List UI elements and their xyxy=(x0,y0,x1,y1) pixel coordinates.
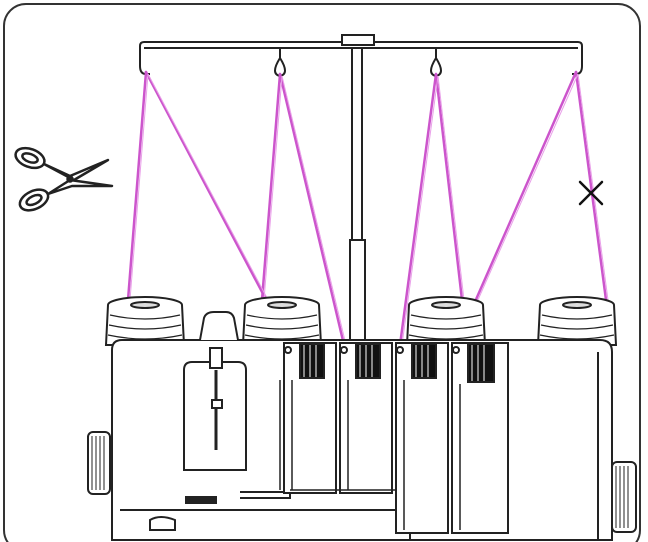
tension-dials xyxy=(279,342,509,534)
thread-stand xyxy=(139,34,583,341)
thread-4-spool xyxy=(574,70,608,302)
spools xyxy=(104,296,618,346)
spool-3 xyxy=(405,296,487,346)
spool-4 xyxy=(536,296,618,346)
spool-2 xyxy=(241,296,323,346)
scissors-icon xyxy=(14,146,114,212)
thread-3-tension xyxy=(398,72,438,347)
thread-1-spool xyxy=(126,70,148,302)
thread-3-spool xyxy=(434,72,464,302)
tension-dial-1 xyxy=(283,342,337,494)
tension-dial-2 xyxy=(339,342,393,494)
spool-1 xyxy=(104,296,186,346)
tension-dial-4 xyxy=(451,342,509,534)
cross-mark-icon xyxy=(578,180,604,206)
tension-dial-3 xyxy=(395,342,449,534)
thread-2-spool xyxy=(260,72,282,302)
thread-2-tension xyxy=(278,72,346,347)
